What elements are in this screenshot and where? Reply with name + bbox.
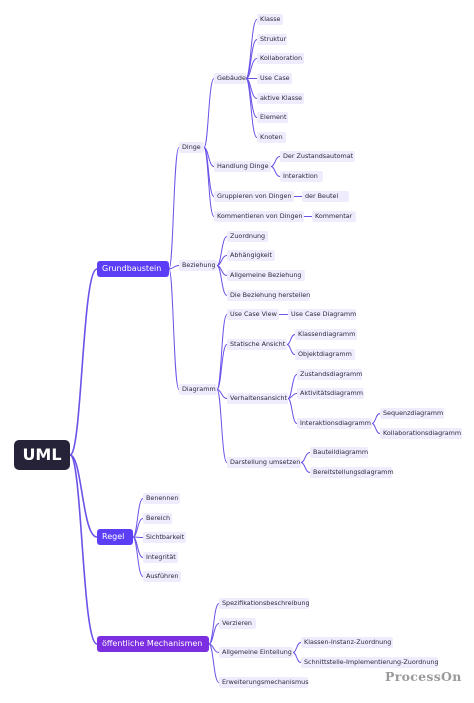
topic-node-schnittstelle-implementierung-zuordnung[interactable]: Schnittstelle-Implementierung-Zuordnung bbox=[301, 657, 439, 668]
connector-zustandsdiagramm bbox=[287, 374, 298, 399]
topic-node-zustandsdiagramm[interactable]: Zustandsdiagramm bbox=[297, 369, 362, 380]
topic-node-bauteildiagramm[interactable]: Bauteildiagramm bbox=[310, 447, 368, 458]
topic-node-knoten[interactable]: Knoten bbox=[257, 132, 286, 143]
topic-node-sichtbarkeit[interactable]: Sichtbarkeit bbox=[143, 532, 186, 543]
connector-erweiterungsmechanismus bbox=[208, 643, 220, 683]
topic-node-kollaboration[interactable]: Kollaboration bbox=[257, 53, 304, 64]
connector-verzieren bbox=[208, 623, 220, 645]
connector-kollaboration bbox=[245, 58, 258, 79]
connector-knoten bbox=[245, 78, 258, 138]
connector-schnittstelle-implementierung-zuordnung bbox=[292, 652, 302, 663]
topic-node-der-zustandsautomat[interactable]: Der Zustandsautomat bbox=[280, 151, 355, 162]
connector-zuordnung bbox=[216, 236, 228, 266]
connector-objektdiagramm bbox=[286, 344, 296, 355]
topic-node-struktur[interactable]: Struktur bbox=[257, 34, 287, 45]
topic-node-allgemeine-einteilung[interactable]: Allgemeine Einteilung bbox=[219, 647, 293, 658]
branch-node-oeffentliche-mechanismen[interactable]: öffentliche Mechanismen bbox=[97, 636, 209, 652]
connector-ausfuehren bbox=[132, 536, 144, 577]
topic-node-bereich[interactable]: Bereich bbox=[143, 513, 172, 524]
connector-dinge bbox=[168, 147, 180, 270]
topic-node-benennen[interactable]: Benennen bbox=[143, 493, 180, 504]
root-node[interactable]: UML bbox=[14, 440, 70, 470]
topic-node-integritaet[interactable]: Integrität bbox=[143, 552, 178, 563]
connector-beziehung bbox=[168, 265, 180, 270]
topic-node-statische-ansicht[interactable]: Statische Ansicht bbox=[227, 339, 287, 350]
connector-sequenzdiagramm bbox=[371, 413, 381, 424]
connector-gebaeude bbox=[203, 78, 215, 148]
connector-kollaborationsdiagramm bbox=[371, 423, 381, 434]
topic-node-erweiterungsmechanismus[interactable]: Erweiterungsmechanismus bbox=[219, 677, 309, 688]
topic-node-klasse[interactable]: Klasse bbox=[257, 14, 283, 25]
branch-node-regel[interactable]: Regel bbox=[97, 529, 133, 545]
topic-node-bereitstellungsdiagramm[interactable]: Bereitstellungsdiagramm bbox=[310, 467, 394, 478]
topic-node-klassendiagramm[interactable]: Klassendiagramm bbox=[295, 329, 357, 340]
topic-node-sequenzdiagramm[interactable]: Sequenzdiagramm bbox=[380, 408, 444, 419]
topic-node-interaktionsdiagramm[interactable]: Interaktionsdiagramm bbox=[297, 418, 372, 429]
topic-node-element[interactable]: Element bbox=[257, 112, 288, 123]
connector-regel bbox=[69, 454, 98, 538]
connector-bereich bbox=[132, 518, 144, 538]
topic-node-beziehung[interactable]: Beziehung bbox=[179, 260, 217, 271]
connector-aktivitaetsdiagramm bbox=[287, 393, 298, 399]
connector-klassen-instanz-zuordnung bbox=[292, 642, 302, 653]
connector-klassendiagramm bbox=[286, 334, 296, 345]
branch-node-grundbaustein[interactable]: Grundbaustein bbox=[97, 261, 169, 277]
topic-node-verhaltensansicht[interactable]: Verhaltensansicht bbox=[227, 393, 288, 404]
topic-node-die-beziehung-herstellen[interactable]: Die Beziehung herstellen bbox=[227, 290, 310, 301]
connector-die-beziehung-herstellen bbox=[216, 265, 228, 296]
topic-node-kommentieren-von-dingen[interactable]: Kommentieren von Dingen bbox=[214, 211, 304, 222]
topic-node-zuordnung[interactable]: Zuordnung bbox=[227, 231, 268, 242]
connector-benennen bbox=[132, 498, 144, 538]
topic-node-use-case[interactable]: Use Case bbox=[257, 73, 292, 84]
topic-node-dinge[interactable]: Dinge bbox=[179, 142, 204, 153]
topic-node-allgemeine-beziehung[interactable]: Allgemeine Beziehung bbox=[227, 270, 305, 281]
topic-node-use-case-diagramm[interactable]: Use Case Diagramm bbox=[288, 309, 356, 320]
topic-node-klassen-instanz-zuordnung[interactable]: Klassen-Instanz-Zuordnung bbox=[301, 637, 393, 648]
topic-node-aktive-klasse[interactable]: aktive Klasse bbox=[257, 93, 304, 104]
topic-node-use-case-view[interactable]: Use Case View bbox=[227, 309, 279, 320]
connector-kommentieren-von-dingen bbox=[203, 147, 215, 217]
topic-node-kollaborationsdiagramm[interactable]: Kollaborationsdiagramm bbox=[380, 428, 462, 439]
topic-node-darstellung-umsetzen[interactable]: Darstellung umsetzen bbox=[227, 457, 301, 468]
topic-node-handlung-dinge[interactable]: Handlung Dinge bbox=[214, 161, 271, 172]
connector-bauteildiagramm bbox=[300, 452, 311, 463]
connector-use-case-view bbox=[216, 314, 228, 390]
connector-klasse bbox=[245, 19, 258, 79]
topic-node-verzieren[interactable]: Verzieren bbox=[219, 618, 256, 629]
topic-node-gebaeude[interactable]: Gebäude bbox=[214, 73, 246, 84]
connector-diagramm bbox=[168, 268, 180, 390]
connector-bereitstellungsdiagramm bbox=[300, 462, 311, 473]
connector-verhaltensansicht bbox=[216, 389, 228, 399]
topic-node-der-beutel[interactable]: der Beutel bbox=[302, 191, 349, 202]
topic-node-aktivitaetsdiagramm[interactable]: Aktivitätsdiagramm bbox=[297, 388, 364, 399]
topic-node-objektdiagramm[interactable]: Objektdiagramm bbox=[295, 349, 355, 360]
topic-node-spezifikationsbeschreibung[interactable]: Spezifikationsbeschreibung bbox=[219, 598, 310, 609]
connector-statische-ansicht bbox=[216, 344, 228, 390]
connector-oeffentliche-mechanismen bbox=[69, 454, 98, 645]
connector-darstellung-umsetzen bbox=[216, 389, 228, 463]
processon-watermark: ProcessOn bbox=[385, 669, 462, 684]
topic-node-abhaengigkeit[interactable]: Abhängigkeit bbox=[227, 250, 275, 261]
topic-node-ausfuehren[interactable]: Ausführen bbox=[143, 571, 181, 582]
topic-node-kommentar[interactable]: Kommentar bbox=[312, 211, 356, 222]
connector-der-zustandsautomat bbox=[270, 156, 281, 167]
connector-interaktion bbox=[270, 166, 281, 177]
topic-node-diagramm[interactable]: Diagramm bbox=[179, 384, 217, 395]
connector-grundbaustein bbox=[69, 268, 98, 456]
topic-node-interaktion[interactable]: Interaktion bbox=[280, 171, 323, 182]
topic-node-gruppieren-von-dingen[interactable]: Gruppieren von Dingen bbox=[214, 191, 294, 202]
connector-interaktionsdiagramm bbox=[287, 398, 298, 424]
